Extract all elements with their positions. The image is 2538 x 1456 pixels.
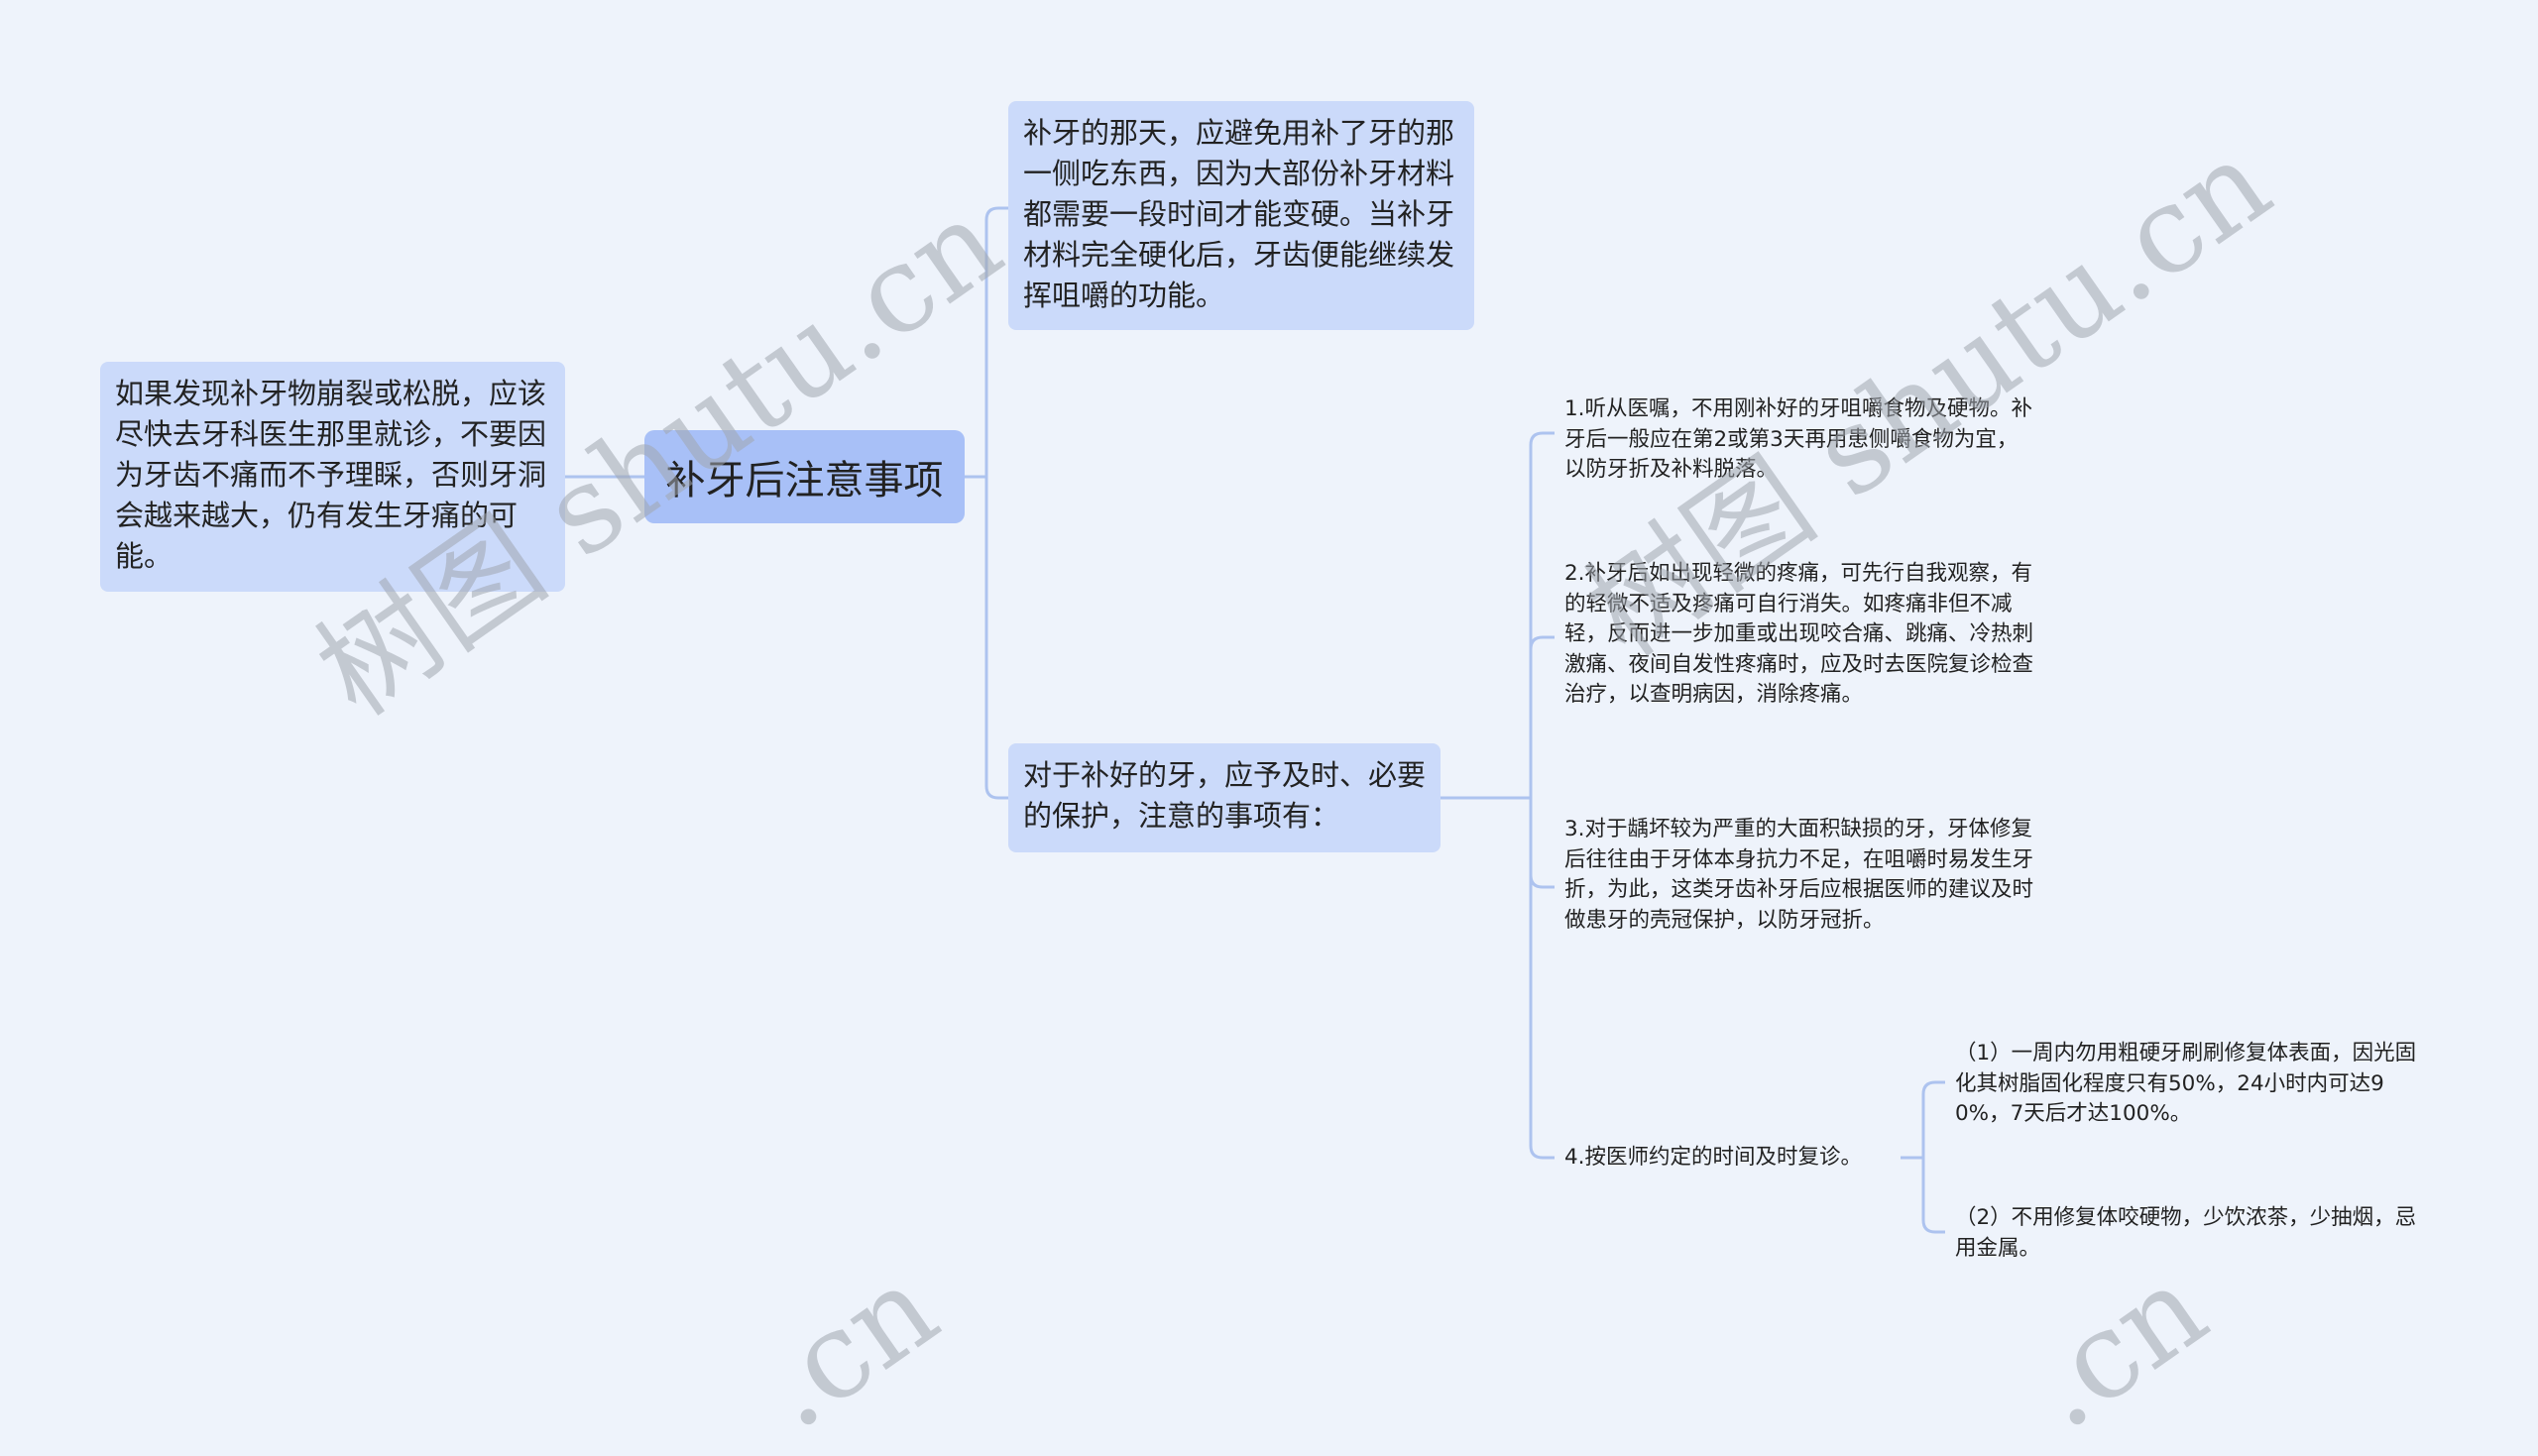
leaf-item-4[interactable]: 4.按医师约定的时间及时复诊。: [1564, 1145, 1863, 1170]
sub-leaf-item-2[interactable]: （2）不用修复体咬硬物，少饮浓茶，少抽烟，忌用金属。: [1955, 1205, 2417, 1261]
root-node-title: 补牙后注意事项: [665, 458, 944, 504]
connector-children-trunk: [1529, 431, 1555, 1160]
connector-subitems: [1921, 1080, 1945, 1234]
right-node-1[interactable]: 补牙的那天，应避免用补了牙的那一侧吃东西，因为大部份补牙材料都需要一段时间才能变…: [1008, 101, 1474, 330]
right-node-2[interactable]: 对于补好的牙，应予及时、必要的保护，注意的事项有：: [1008, 743, 1441, 852]
right-node-2-text: 对于补好的牙，应予及时、必要的保护，注意的事项有：: [1023, 758, 1427, 833]
right-node-1-text: 补牙的那天，应避免用补了牙的那一侧吃东西，因为大部份补牙材料都需要一段时间才能变…: [1023, 116, 1455, 312]
root-node[interactable]: 补牙后注意事项: [644, 430, 965, 523]
sub-leaf-item-1[interactable]: （1）一周内勿用粗硬牙刷刷修复体表面，因光固化其树脂固化程度只有50%，24小时…: [1955, 1041, 2417, 1126]
leaf-item-2[interactable]: 2.补牙后如出现轻微的疼痛，可先行自我观察，有的轻微不适及疼痛可自行消失。如疼痛…: [1564, 561, 2034, 707]
left-node-text: 如果发现补牙物崩裂或松脱，应该尽快去牙科医生那里就诊，不要因为牙齿不痛而不予理睬…: [115, 377, 547, 573]
leaf-item-3[interactable]: 3.对于龋坏较为严重的大面积缺损的牙，牙体修复后往往由于牙体本身抗力不足，在咀嚼…: [1564, 817, 2034, 933]
connector-lines: [565, 206, 1945, 1234]
connector-right-branches: [984, 206, 1008, 800]
leaf-item-1[interactable]: 1.听从医嘱，不用刚补好的牙咀嚼食物及硬物。补牙后一般应在第2或第3天再用患侧嚼…: [1564, 396, 2033, 482]
left-node[interactable]: 如果发现补牙物崩裂或松脱，应该尽快去牙科医生那里就诊，不要因为牙齿不痛而不予理睬…: [100, 362, 565, 592]
